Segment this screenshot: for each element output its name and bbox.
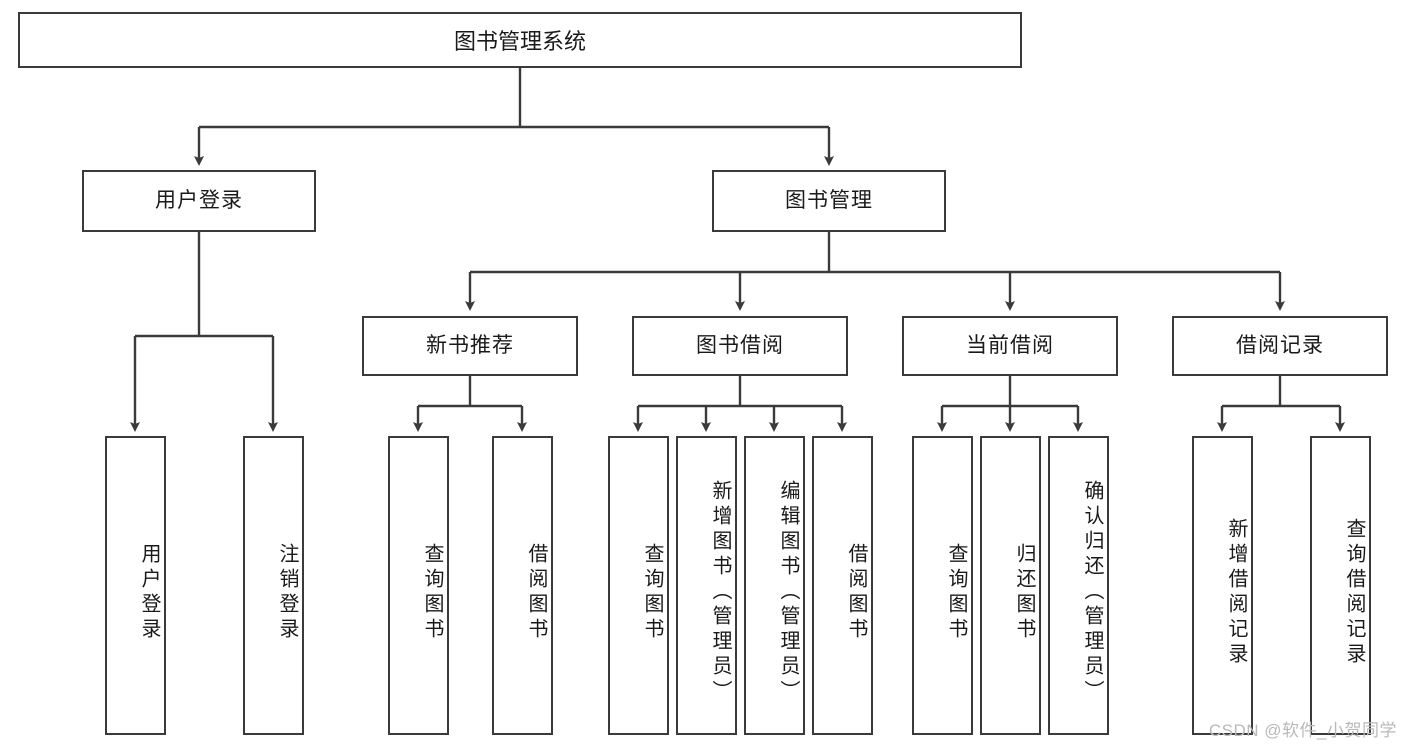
- leaf-logout[interactable]: 注销登录: [243, 436, 304, 735]
- node-label: 编辑图书（管理员）: [777, 480, 799, 705]
- node-label: 查询借阅记录: [1343, 517, 1365, 668]
- node-label: 图书管理: [785, 189, 873, 213]
- node-label: 归还图书: [1013, 542, 1035, 643]
- leaf-add-borrow-record[interactable]: 新增借阅记录: [1192, 436, 1253, 735]
- node-label: 当前借阅: [966, 334, 1054, 358]
- node-label: 查询图书: [421, 542, 443, 643]
- node-label: 图书管理系统: [453, 29, 586, 54]
- leaf-confirm-return[interactable]: 确认归还（管理员）: [1048, 436, 1109, 735]
- node-user-login[interactable]: 用户登录: [82, 170, 316, 232]
- node-label: 查询图书: [641, 542, 663, 643]
- node-label: 用户登录: [138, 542, 160, 643]
- leaf-edit-book[interactable]: 编辑图书（管理员）: [744, 436, 805, 735]
- leaf-borrow-book-recommend[interactable]: 借阅图书: [492, 436, 553, 735]
- node-label: 图书借阅: [696, 334, 784, 358]
- node-label: 新增借阅记录: [1225, 517, 1247, 668]
- node-label: 借阅记录: [1236, 334, 1324, 358]
- node-book-manage[interactable]: 图书管理: [712, 170, 946, 232]
- node-book-borrow[interactable]: 图书借阅: [632, 316, 848, 376]
- node-label: 借阅图书: [525, 542, 547, 643]
- node-label: 新书推荐: [426, 334, 514, 358]
- watermark: CSDN @软件_小贺同学: [1208, 721, 1397, 740]
- node-label: 查询图书: [945, 542, 967, 643]
- leaf-return-book[interactable]: 归还图书: [980, 436, 1041, 735]
- leaf-borrow-book[interactable]: 借阅图书: [812, 436, 873, 735]
- node-label: 用户登录: [155, 189, 243, 213]
- node-label: 确认归还（管理员）: [1081, 480, 1103, 705]
- node-current-borrow[interactable]: 当前借阅: [902, 316, 1118, 376]
- node-borrow-record[interactable]: 借阅记录: [1172, 316, 1388, 376]
- node-label: 注销登录: [276, 542, 298, 643]
- leaf-user-login[interactable]: 用户登录: [105, 436, 166, 735]
- node-root[interactable]: 图书管理系统: [18, 12, 1022, 68]
- node-new-book-recommend[interactable]: 新书推荐: [362, 316, 578, 376]
- node-label: 借阅图书: [845, 542, 867, 643]
- node-label: 新增图书（管理员）: [709, 480, 731, 705]
- leaf-query-borrow-record[interactable]: 查询借阅记录: [1310, 436, 1371, 735]
- leaf-query-book-recommend[interactable]: 查询图书: [388, 436, 449, 735]
- leaf-query-book-borrow[interactable]: 查询图书: [608, 436, 669, 735]
- leaf-add-book[interactable]: 新增图书（管理员）: [676, 436, 737, 735]
- leaf-query-book-current[interactable]: 查询图书: [912, 436, 973, 735]
